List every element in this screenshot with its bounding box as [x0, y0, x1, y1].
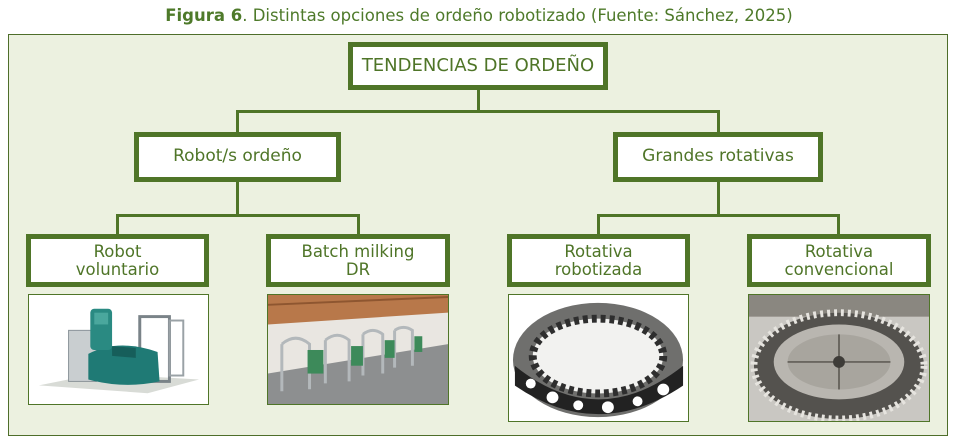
- connector-right-a: [597, 214, 600, 236]
- connector-right-bar: [597, 214, 840, 217]
- photo-batch-milking: [267, 294, 449, 405]
- node-label-line1: Rotativa: [804, 242, 874, 262]
- figure-label: Figura 6: [165, 6, 243, 25]
- node-label-line2: robotizada: [554, 259, 643, 279]
- connector-root-bar: [236, 110, 720, 113]
- node-robot-ordeno: Robot/s ordeño: [134, 132, 341, 182]
- root-node: TENDENCIAS DE ORDEÑO: [348, 42, 608, 90]
- node-grandes-rotativas: Grandes rotativas: [613, 132, 823, 182]
- connector-right-down: [717, 180, 720, 216]
- node-label-line1: Robot: [93, 242, 142, 262]
- connector-left-up: [236, 110, 239, 134]
- connector-left-down: [236, 180, 239, 216]
- node-label-line2: convencional: [784, 259, 894, 279]
- node-label-line2: DR: [345, 259, 371, 279]
- connector-right-up: [717, 110, 720, 134]
- photo-rotativa-robotizada: [508, 294, 689, 422]
- connector-left-a: [116, 214, 119, 236]
- node-label-line1: Rotativa: [564, 242, 633, 262]
- connector-root-down: [477, 88, 480, 112]
- figure-caption-text: . Distintas opciones de ordeño robotizad…: [242, 6, 793, 25]
- figure-caption: Figura 6. Distintas opciones de ordeño r…: [0, 6, 958, 25]
- photo-robot-voluntario: [28, 294, 209, 405]
- node-label-line1: Batch milking: [301, 242, 415, 262]
- connector-left-bar: [116, 214, 360, 217]
- node-rotativa-convencional: Rotativa convencional: [747, 234, 931, 287]
- node-batch-milking: Batch milking DR: [266, 234, 450, 287]
- node-label-line2: voluntario: [75, 259, 160, 279]
- photo-rotativa-convencional: [748, 294, 930, 422]
- connector-right-b: [837, 214, 840, 236]
- node-rotativa-robotizada: Rotativa robotizada: [507, 234, 690, 287]
- node-robot-voluntario: Robot voluntario: [26, 234, 209, 287]
- connector-left-b: [357, 214, 360, 236]
